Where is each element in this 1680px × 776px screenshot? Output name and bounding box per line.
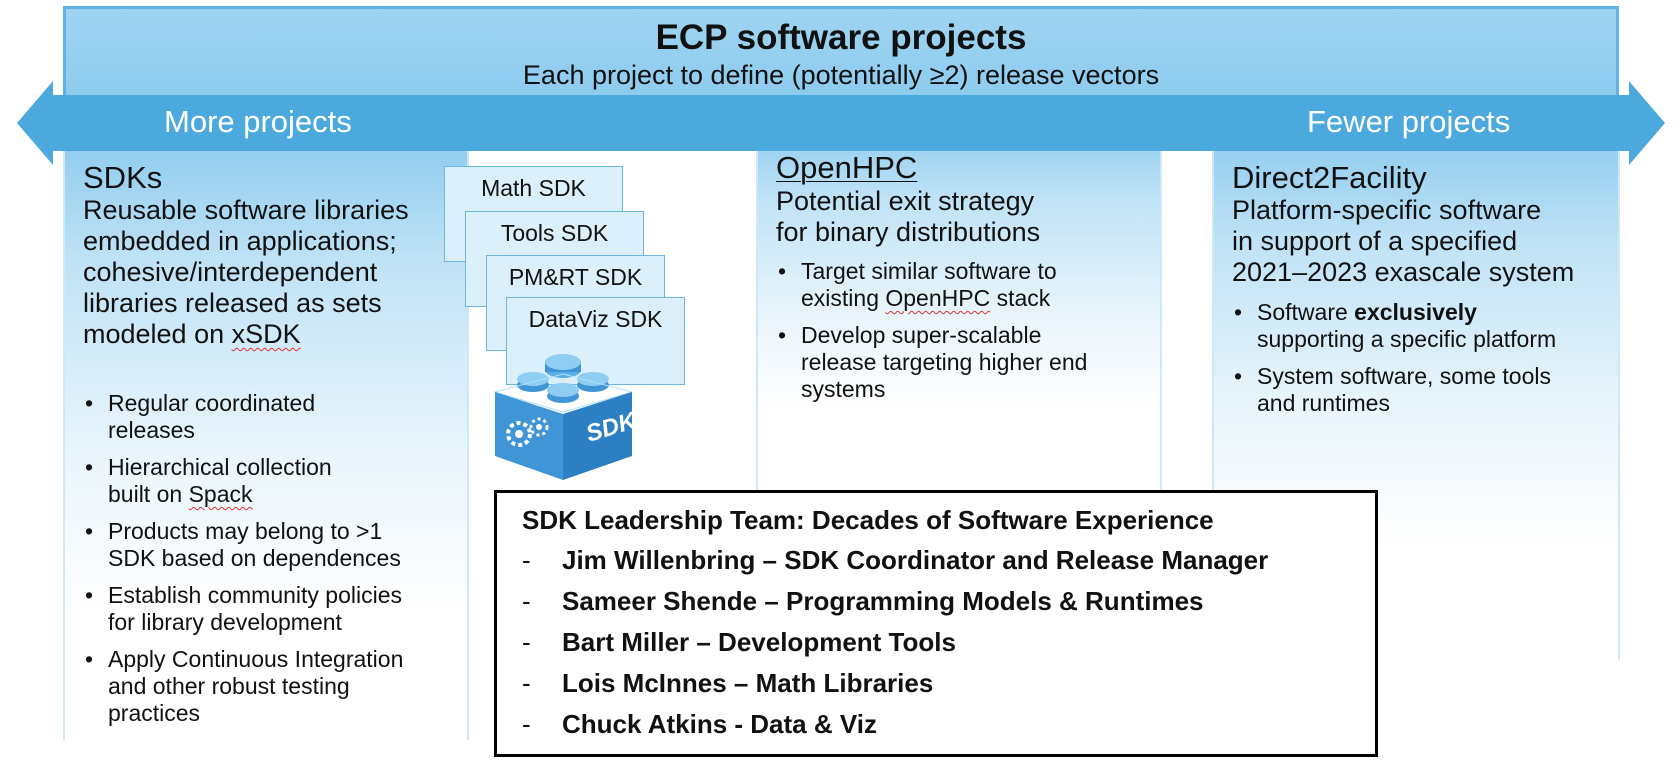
team-member-row: - Sameer Shende – Programming Models & Ru… bbox=[522, 586, 1375, 627]
sdks-desc-line: libraries released as sets bbox=[83, 288, 382, 318]
tools-sdk-label: Tools SDK bbox=[500, 220, 609, 246]
team-member: Bart Miller – Development Tools bbox=[562, 627, 956, 657]
team-member: Chuck Atkins - Data & Viz bbox=[562, 709, 877, 739]
team-member-row: - Lois McInnes – Math Libraries bbox=[522, 668, 1375, 709]
d2f-desc-line: Platform-specific software bbox=[1232, 195, 1542, 225]
openhpc-desc-line: Potential exit strategy bbox=[776, 186, 1035, 216]
team-member-row: - Jim Willenbring – SDK Coordinator and R… bbox=[522, 545, 1375, 586]
sdks-desc-line: modeled on xSDK bbox=[83, 319, 463, 350]
sdk-cube-icon: SDK bbox=[493, 354, 636, 480]
bullet-line: SDK based on dependences bbox=[108, 545, 401, 571]
header-box bbox=[63, 6, 1619, 102]
pmrt-sdk-label: PM&RT SDK bbox=[508, 264, 643, 290]
header-subtitle: Each project to define (potentially ≥2) … bbox=[522, 60, 1160, 90]
exclusively-term: exclusively bbox=[1354, 299, 1477, 325]
header-title: ECP software projects bbox=[655, 18, 1027, 57]
team-dash: - bbox=[522, 668, 531, 698]
fewer-projects-label: Fewer projects bbox=[1307, 104, 1511, 139]
bullet-line: Develop super-scalable bbox=[801, 322, 1042, 348]
dataviz-sdk-card: DataViz SDK bbox=[506, 297, 685, 385]
team-member-row: - Bart Miller – Development Tools bbox=[522, 627, 1375, 668]
team-title: SDK Leadership Team: Decades of Software… bbox=[522, 505, 1214, 535]
bullet-line: supporting a specific platform bbox=[1257, 326, 1557, 352]
sdks-desc-line: cohesive/interdependent bbox=[83, 257, 378, 287]
bullet-line: and other robust testing bbox=[108, 673, 350, 699]
team-member-row: - Chuck Atkins - Data & Viz bbox=[522, 709, 1375, 750]
math-sdk-label: Math SDK bbox=[481, 175, 586, 201]
openhpc-title: OpenHPC bbox=[776, 150, 917, 186]
openhpc-title-text: OpenHPC bbox=[776, 150, 918, 185]
team-member: Lois McInnes – Math Libraries bbox=[562, 668, 934, 698]
bullet-text: built on bbox=[108, 481, 189, 507]
team-dash: - bbox=[522, 545, 531, 575]
dataviz-sdk-label: DataViz SDK bbox=[528, 306, 663, 332]
bullet-line: built on Spack bbox=[108, 481, 463, 508]
xsdk-term: xSDK bbox=[231, 319, 301, 349]
openhpc-description: Potential exit strategy for binary distr… bbox=[776, 186, 1156, 248]
double-arrow bbox=[17, 81, 1665, 165]
sdks-desc-line: Reusable software libraries bbox=[83, 195, 409, 225]
bullet-line: and runtimes bbox=[1257, 390, 1390, 416]
team-member: Jim Willenbring – SDK Coordinator and Re… bbox=[562, 545, 1269, 575]
sdks-desc-text: modeled on bbox=[83, 319, 232, 349]
bullet-line: Products may belong to >1 bbox=[108, 518, 383, 544]
bullet-line: Apply Continuous Integration bbox=[108, 646, 404, 672]
d2f-desc-line: 2021–2023 exascale system bbox=[1232, 257, 1575, 287]
bullet-line: practices bbox=[108, 700, 201, 726]
team-dash: - bbox=[522, 586, 531, 616]
more-projects-label: More projects bbox=[164, 104, 352, 139]
bullet-line: Software exclusively bbox=[1257, 299, 1617, 326]
leadership-team-box: SDK Leadership Team: Decades of Software… bbox=[494, 490, 1378, 757]
bullet-line: Hierarchical collection bbox=[108, 454, 332, 480]
bullet-text: existing bbox=[801, 285, 886, 311]
bullet-text: stack bbox=[990, 285, 1051, 311]
bullet-line: releases bbox=[108, 417, 195, 443]
double-arrow-shape bbox=[17, 81, 1665, 165]
team-dash: - bbox=[522, 709, 531, 739]
bullet-line: for library development bbox=[108, 609, 342, 635]
bullet-line: Regular coordinated bbox=[108, 390, 316, 416]
team-member: Sameer Shende – Programming Models & Run… bbox=[562, 586, 1204, 616]
openhpc-term: OpenHPC bbox=[885, 285, 991, 311]
bullet-line: Establish community policies bbox=[108, 582, 403, 608]
sdks-title: SDKs bbox=[83, 160, 163, 195]
spack-term: Spack bbox=[188, 481, 253, 507]
direct2facility-description: Platform-specific software in support of… bbox=[1232, 195, 1617, 288]
bullet-line: systems bbox=[801, 376, 886, 402]
openhpc-desc-line: for binary distributions bbox=[776, 217, 1041, 247]
bullet-line: existing OpenHPC stack bbox=[801, 285, 1156, 312]
sdks-desc-line: embedded in applications; bbox=[83, 226, 397, 256]
bullet-text: Software bbox=[1257, 299, 1355, 325]
bullet-line: System software, some tools bbox=[1257, 363, 1551, 389]
bullet-line: Target similar software to bbox=[801, 258, 1057, 284]
direct2facility-title: Direct2Facility bbox=[1232, 160, 1427, 195]
d2f-desc-line: in support of a specified bbox=[1232, 226, 1518, 256]
sdks-description: Reusable software libraries embedded in … bbox=[83, 195, 463, 350]
team-dash: - bbox=[522, 627, 531, 657]
bullet-line: release targeting higher end bbox=[801, 349, 1088, 375]
